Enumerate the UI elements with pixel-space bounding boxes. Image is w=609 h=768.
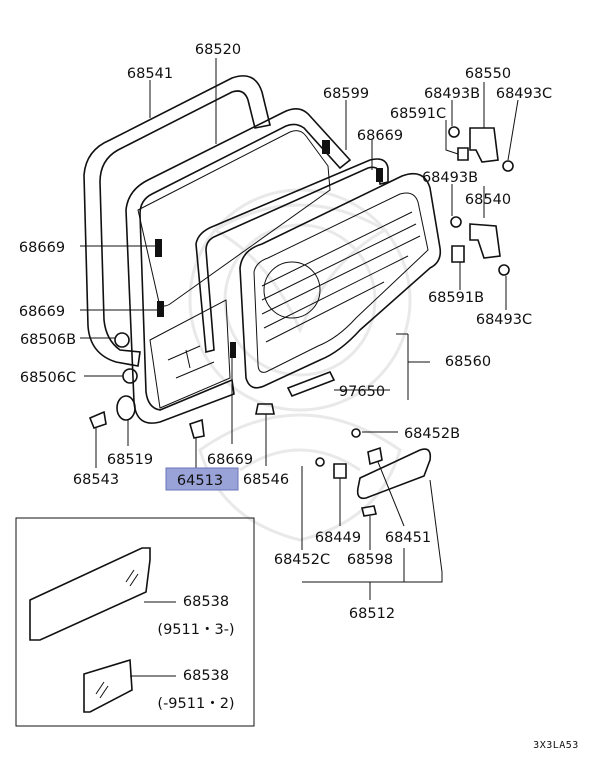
label-97650[interactable]: 97650 (339, 384, 385, 400)
label-68550[interactable]: 68550 (465, 66, 511, 82)
screw-68452B[interactable] (351, 428, 361, 438)
garnish-97650[interactable] (286, 370, 336, 398)
label-68591C[interactable]: 68591C (390, 106, 446, 122)
label-68452B[interactable]: 68452B (404, 426, 460, 442)
screw-68543[interactable] (88, 410, 107, 429)
glass-68538-a[interactable] (29, 547, 151, 641)
screw-68452C[interactable] (315, 457, 325, 467)
strip-68669-d[interactable] (376, 168, 383, 182)
clip-68449[interactable] (333, 463, 347, 479)
bolt-68493B-mid[interactable] (450, 216, 462, 228)
label-68493B-mid[interactable]: 68493B (422, 170, 478, 186)
strip-68669-b[interactable] (157, 301, 164, 317)
strip-68669-a[interactable] (155, 239, 162, 257)
hinge-68540[interactable] (469, 223, 501, 259)
label-68669-left-a[interactable]: 68669 (19, 240, 65, 256)
note-68538-b: (-9511・2) (157, 696, 234, 712)
label-68598[interactable]: 68598 (347, 552, 393, 568)
label-68541[interactable]: 68541 (127, 66, 173, 82)
label-68506B[interactable]: 68506B (20, 332, 76, 348)
weatherstrip-68541[interactable] (83, 75, 271, 367)
strip-68669-c[interactable] (322, 140, 330, 154)
label-68493C-top[interactable]: 68493C (496, 86, 552, 102)
label-68493C-bot[interactable]: 68493C (476, 312, 532, 328)
cushion-68546[interactable] (255, 403, 275, 415)
label-68669-bottom[interactable]: 68669 (207, 452, 253, 468)
bumper-68519[interactable] (116, 395, 136, 421)
label-68591B[interactable]: 68591B (428, 290, 484, 306)
bumper-68506B[interactable] (114, 332, 130, 348)
label-68540[interactable]: 68540 (465, 192, 511, 208)
bolt-68493B-top[interactable] (448, 126, 460, 138)
label-68538-a[interactable]: 68538 (183, 594, 229, 610)
lock-68451[interactable] (367, 446, 383, 466)
label-68546[interactable]: 68546 (243, 472, 289, 488)
hinge-68550[interactable] (469, 127, 499, 163)
label-68543[interactable]: 68543 (73, 472, 119, 488)
label-68520[interactable]: 68520 (195, 42, 241, 58)
label-68449[interactable]: 68449 (315, 530, 361, 546)
label-68519[interactable]: 68519 (107, 452, 153, 468)
label-68538-b[interactable]: 68538 (183, 668, 229, 684)
label-68669-left-b[interactable]: 68669 (19, 304, 65, 320)
label-68452C[interactable]: 68452C (274, 552, 330, 568)
bumper-68506C[interactable] (122, 368, 138, 384)
label-68599[interactable]: 68599 (323, 86, 369, 102)
clip-68598[interactable] (361, 505, 377, 517)
inset-panel (15, 517, 255, 727)
bolt-68493C-top[interactable] (502, 160, 514, 172)
rear-glass-68560[interactable] (239, 172, 442, 389)
wiper-pivot-arc (263, 261, 321, 319)
clip-64513[interactable] (189, 418, 205, 439)
note-68538-a: (9511・3-) (157, 622, 234, 638)
rear-glass-inner (253, 192, 429, 373)
leader-lines (80, 58, 519, 677)
label-68493B-top[interactable]: 68493B (424, 86, 480, 102)
plate-68591C[interactable] (457, 147, 469, 161)
handle-68512[interactable] (356, 448, 432, 500)
door-panel-68520[interactable] (125, 108, 352, 424)
label-68560[interactable]: 68560 (445, 354, 491, 370)
door-inner-panel (149, 299, 231, 409)
label-64513[interactable]: 64513 (177, 473, 223, 489)
label-68451[interactable]: 68451 (385, 530, 431, 546)
strip-68669-e[interactable] (230, 342, 236, 358)
bolt-68493C-bot[interactable] (498, 264, 510, 276)
plate-68591B[interactable] (451, 245, 465, 263)
glass-68538-b[interactable] (83, 658, 133, 713)
label-68669-top[interactable]: 68669 (357, 128, 403, 144)
defogger-lines (261, 211, 421, 343)
label-68506C[interactable]: 68506C (20, 370, 76, 386)
selected-part-highlight (165, 467, 239, 491)
diagram-code: 3X3LA53 (533, 740, 579, 751)
part-labels: 68520 68541 68599 68550 68493B 68493C 68… (19, 42, 579, 751)
label-68512[interactable]: 68512 (349, 606, 395, 622)
